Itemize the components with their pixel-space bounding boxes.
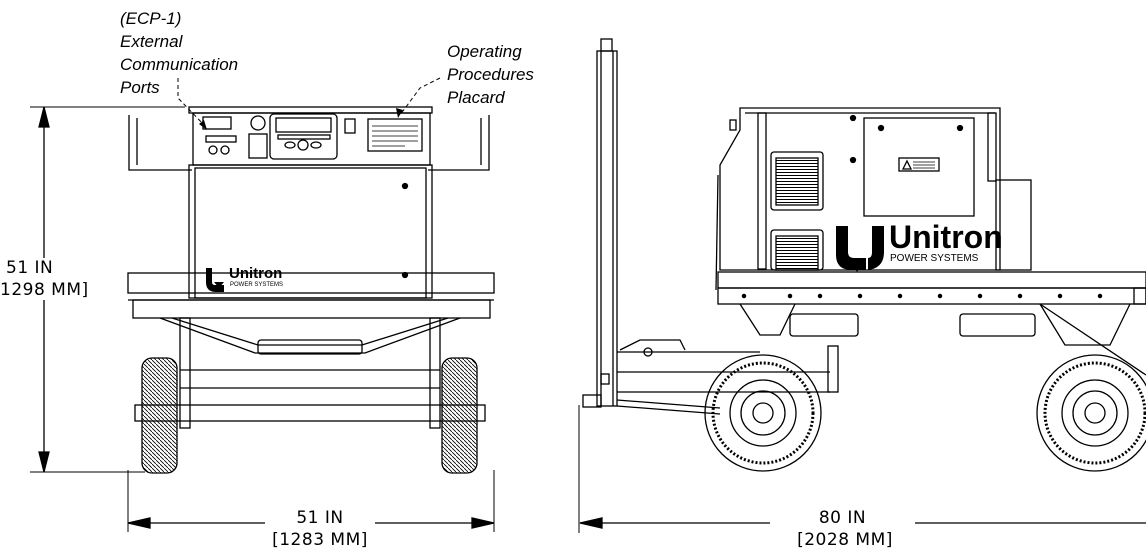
side-length-inches: 80 IN (818, 508, 867, 528)
placard-callout-line-1: Operating (447, 42, 522, 61)
ecp-callout-line-2: External (120, 32, 183, 51)
side-length-mm: [2028 MM] (797, 530, 893, 550)
height-dimension-inches: 51 IN (6, 258, 54, 278)
front-width-dimension-line (127, 470, 495, 532)
ecp-callout-line-3: Communication (120, 55, 239, 74)
height-dimension-mm: 1298 MM] (0, 280, 89, 300)
height-dimension-line (30, 106, 185, 473)
front-view (30, 106, 495, 532)
front-width-mm: [1283 MM] (272, 530, 368, 550)
placard-callout-line-2: Procedures (447, 65, 534, 84)
side-length-dimension-line (578, 405, 1146, 533)
side-logo-mark (836, 226, 884, 272)
front-brand-subtitle: POWER SYSTEMS (230, 282, 284, 288)
side-brand-subtitle: POWER SYSTEMS (890, 253, 979, 264)
front-brand-name: Unitron (229, 265, 283, 282)
front-width-inches: 51 IN (296, 508, 344, 528)
side-view (578, 38, 1146, 533)
side-brand-name: Unitron (889, 219, 1003, 255)
placard-callout-line-3: Placard (447, 88, 505, 107)
callout-leaders (177, 77, 441, 129)
front-logo-mark (206, 268, 224, 292)
ecp-callout-line-1: (ECP-1) (120, 9, 182, 28)
ecp-callout-line-4: Ports (120, 78, 160, 97)
